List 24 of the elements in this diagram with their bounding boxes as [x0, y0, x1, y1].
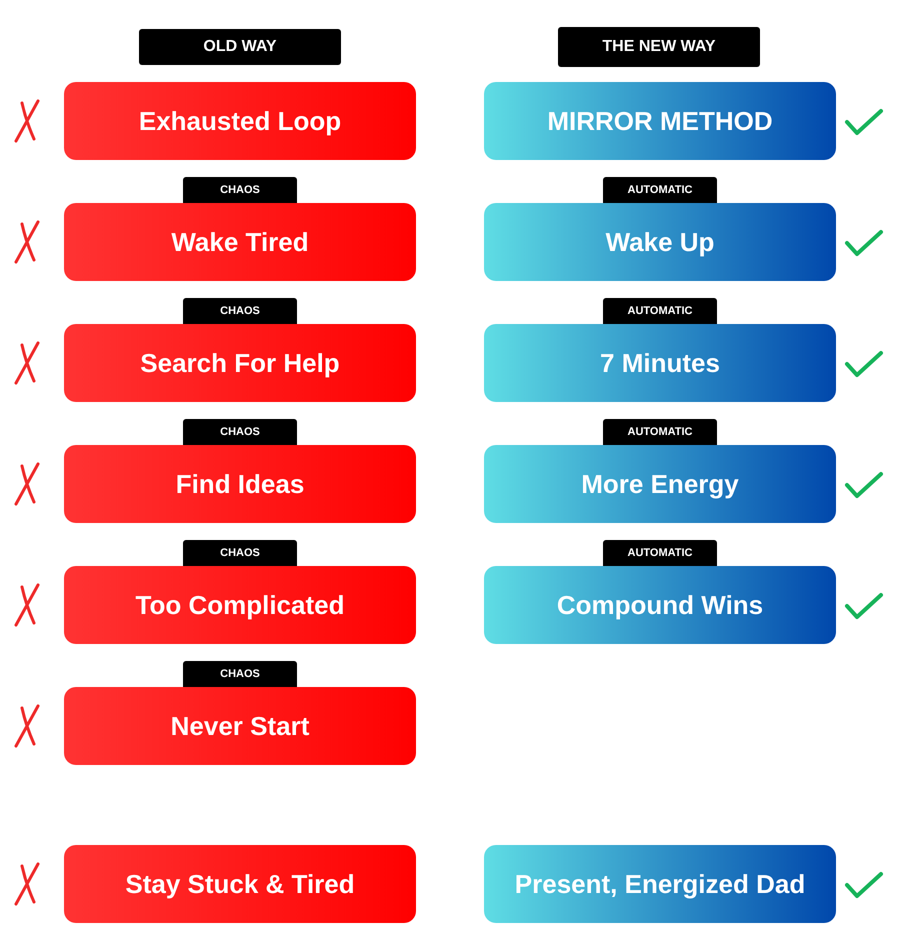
tag-label: CHAOS: [183, 419, 297, 445]
tag-label: CHAOS: [183, 177, 297, 203]
tag-label: AUTOMATIC: [603, 298, 717, 324]
step-box: MIRROR METHOD: [484, 82, 836, 160]
tag-label: AUTOMATIC: [603, 177, 717, 203]
tag-label: AUTOMATIC: [603, 540, 717, 566]
step-box: Wake Up: [484, 203, 836, 281]
heading-label: THE NEW WAY: [558, 27, 760, 67]
step-box: Search For Help: [64, 324, 416, 402]
tag-label: CHAOS: [183, 298, 297, 324]
step-box: Wake Tired: [64, 203, 416, 281]
tag-label: CHAOS: [183, 540, 297, 566]
step-box: Never Start: [64, 687, 416, 765]
tag-label: CHAOS: [183, 661, 297, 687]
step-box: Stay Stuck & Tired: [64, 845, 416, 923]
step-box: More Energy: [484, 445, 836, 523]
step-box: Exhausted Loop: [64, 82, 416, 160]
tag-label: AUTOMATIC: [603, 419, 717, 445]
heading-label: OLD WAY: [139, 29, 341, 65]
step-box: Find Ideas: [64, 445, 416, 523]
step-box: Present, Energized Dad: [484, 845, 836, 923]
step-box: Too Complicated: [64, 566, 416, 644]
step-box: Compound Wins: [484, 566, 836, 644]
step-box: 7 Minutes: [484, 324, 836, 402]
